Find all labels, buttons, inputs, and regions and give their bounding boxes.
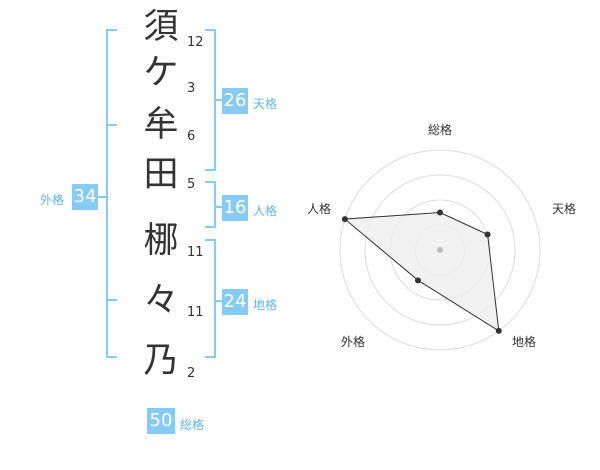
radar-center-dot <box>437 247 443 253</box>
radar-axis-label-jinkaku: 人格 <box>307 201 331 216</box>
soukaku-badge: 50 <box>147 408 175 434</box>
radar-point-2 <box>484 231 491 238</box>
name-char-3: 牟 <box>143 105 179 145</box>
radar-ring-4 <box>339 149 541 351</box>
stroke-count-5: 11 <box>187 245 204 260</box>
stroke-count-4: 5 <box>187 177 196 192</box>
radar-axis-label-soukaku: 総格 <box>428 122 452 137</box>
stroke-count-3: 6 <box>187 129 196 144</box>
stroke-count-1: 12 <box>187 35 204 50</box>
radar-point-5 <box>341 216 348 223</box>
name-char-2: ケ <box>143 53 179 93</box>
radar-point-3 <box>495 327 502 334</box>
name-char-4: 田 <box>143 155 179 195</box>
jinkaku-label: 人格 <box>253 204 278 218</box>
radar-ring-3 <box>364 174 516 326</box>
stroke-count-7: 2 <box>187 366 196 381</box>
radar-data-polygon <box>343 211 500 332</box>
stroke-count-2: 3 <box>187 81 196 96</box>
gaikaku-badge: 34 <box>72 184 98 210</box>
radar-point-1 <box>437 209 443 216</box>
radar-axis-label-chikaku: 地格 <box>512 334 536 349</box>
chikaku-badge: 24 <box>222 289 248 315</box>
stroke-count-6: 11 <box>187 305 204 320</box>
jinkaku-badge: 16 <box>222 195 248 221</box>
gaikaku-label: 外格 <box>40 193 65 207</box>
name-char-5: 梛 <box>143 221 179 261</box>
radar-axis-label-tenkaku: 天格 <box>552 201 576 216</box>
name-char-6: 々 <box>143 281 179 321</box>
chikaku-label: 地格 <box>253 298 278 312</box>
tenkaku-label: 天格 <box>253 97 278 111</box>
radar-axis-label-gaikaku: 外格 <box>341 334 365 349</box>
name-char-1: 須 <box>143 7 179 47</box>
soukaku-label: 総格 <box>180 418 205 432</box>
radar-points <box>341 209 502 334</box>
tenkaku-badge: 26 <box>222 88 248 114</box>
radar-point-4 <box>414 277 421 284</box>
name-char-7: 乃 <box>143 341 179 381</box>
